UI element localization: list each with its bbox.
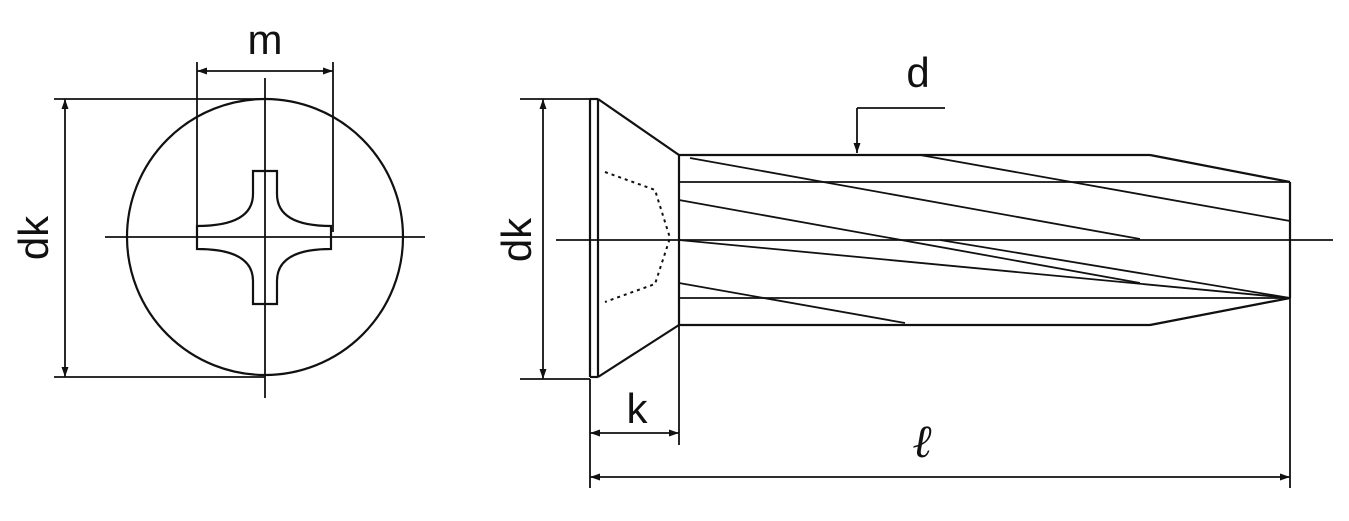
dimension-dk-left: dk	[10, 98, 265, 378]
label-dk-right: dk	[493, 217, 540, 262]
head-taper-bottom	[597, 324, 680, 378]
label-m: m	[248, 16, 283, 63]
hidden-recess	[604, 171, 672, 303]
screw-side-view	[556, 97, 1333, 379]
phillips-recess	[195, 169, 333, 306]
point-taper-top	[1149, 153, 1291, 184]
label-d: d	[906, 49, 929, 96]
dimension-d: d	[853, 49, 945, 153]
dimension-l: ℓ	[590, 298, 1291, 488]
dimension-m: m	[196, 16, 334, 232]
dimension-dk-right: dk	[493, 98, 590, 380]
helical-threads	[678, 154, 1291, 326]
label-k: k	[627, 385, 649, 432]
dimension-k: k	[589, 325, 680, 488]
head-taper-top	[597, 98, 680, 156]
label-dk-left: dk	[10, 215, 57, 260]
head-top-view	[105, 78, 425, 398]
label-l: ℓ	[912, 416, 932, 467]
